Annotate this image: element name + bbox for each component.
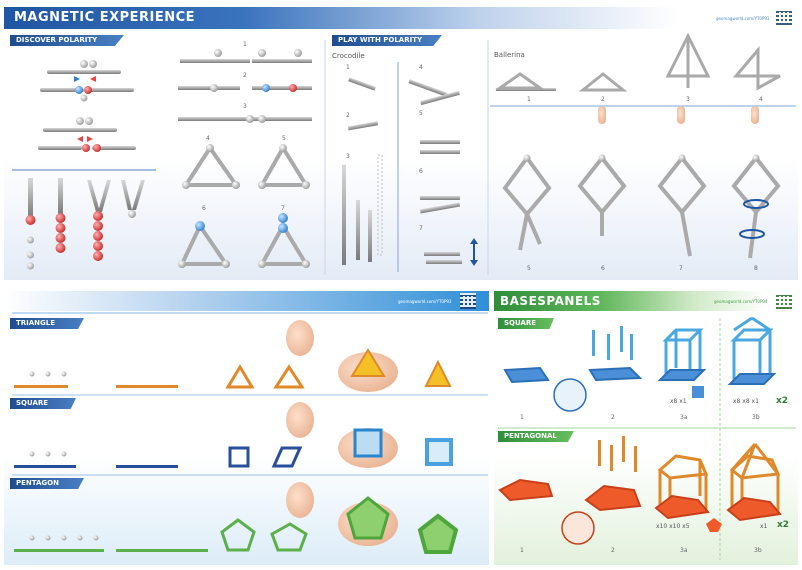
bp-pent-mult-a: x10 x10 x5 (656, 523, 690, 530)
ballerina-step-2: 2 (601, 96, 605, 103)
top-header-title: MAGNETIC EXPERIENCE (14, 10, 196, 25)
basespanels-square (503, 316, 777, 412)
discover-step-3: 3 (243, 103, 247, 110)
discover-step-4: 4 (206, 135, 210, 142)
crocodile-step-2: 2 (346, 112, 350, 119)
discover-step-1: 1 (243, 41, 247, 48)
ballerina-title: Ballerina (494, 51, 525, 59)
square-tag-left: SQUARE (10, 398, 76, 409)
bp-square-x2: x2 (776, 396, 789, 406)
crocodile-step-3: 3 (346, 153, 350, 160)
bp-square-step-3b: 3b (752, 414, 760, 421)
bp-pent-step-3b: 3b (754, 547, 762, 554)
square-row (14, 402, 453, 468)
triangle-row (14, 320, 452, 392)
bp-square-step-2: 2 (611, 414, 615, 421)
discover-step-5: 5 (282, 135, 286, 142)
ballerina-step-1: 1 (527, 96, 531, 103)
top-header-bar (4, 7, 798, 29)
bp-square-step-1: 1 (520, 414, 524, 421)
bottom-left-url[interactable]: geomagworld.com/YT0P93 (398, 299, 452, 304)
discover-polarity-tag: DISCOVER POLARITY (10, 35, 124, 46)
triangle-tag: TRIANGLE (10, 318, 84, 329)
bp-pent-mult-b: x1 (760, 523, 768, 530)
crocodile-step-6: 6 (419, 168, 423, 175)
top-qr-code-icon[interactable] (776, 9, 792, 25)
ballerina-illustrations (495, 32, 781, 259)
bp-pent-step-3a: 3a (680, 547, 688, 554)
ballerina-step-3: 3 (686, 96, 690, 103)
ballerina-step-8: 8 (754, 265, 758, 272)
bp-square-step-3a: 3a (680, 414, 688, 421)
discover-step-2: 2 (243, 72, 247, 79)
crocodile-step-1: 1 (346, 64, 350, 71)
top-header-url[interactable]: geomagworld.com/YT0P91 (716, 16, 770, 21)
bp-square-mult-b: x8 x8 x1 (733, 398, 759, 405)
discover-step-6: 6 (202, 205, 206, 212)
square-tag-right: SQUARE (498, 318, 554, 329)
discover-step-7: 7 (281, 205, 285, 212)
crocodile-step-7: 7 (419, 225, 423, 232)
bp-pent-x2: x2 (777, 520, 790, 530)
ballerina-step-7: 7 (679, 265, 683, 272)
ballerina-step-5: 5 (527, 265, 531, 272)
bp-pent-step-1: 1 (520, 547, 524, 554)
crocodile-step-4: 4 (419, 64, 423, 71)
bottom-right-header-bar (494, 291, 798, 311)
bottom-right-qr-code-icon[interactable] (776, 293, 792, 309)
crocodile-title: Crocodile (332, 52, 365, 60)
crocodile-illustrations (342, 77, 478, 266)
crocodile-step-5: 5 (419, 110, 423, 117)
dividers (12, 40, 796, 560)
discover-steps-rods (178, 49, 312, 268)
bottom-right-header-title: BASESPANELS (500, 294, 601, 308)
bottom-left-panel-bg (4, 290, 489, 565)
ballerina-step-6: 6 (601, 265, 605, 272)
bottom-left-header-bar (4, 291, 489, 311)
top-panel-bg (4, 6, 798, 280)
pentagonal-tag: PENTAGONAL (498, 431, 574, 442)
bottom-right-url[interactable]: geomagworld.com/YT0P94 (714, 299, 768, 304)
bp-square-mult-a: x8 x1 (670, 398, 687, 405)
pentagon-row (14, 482, 459, 554)
bottom-left-qr-code-icon[interactable] (460, 293, 476, 309)
basespanels-pentagonal (498, 436, 782, 545)
ballerina-step-4: 4 (759, 96, 763, 103)
play-with-polarity-tag: PLAY WITH POLARITY (332, 35, 442, 46)
bp-pent-step-2: 2 (611, 547, 615, 554)
discover-rods (25, 60, 145, 270)
pentagon-tag: PENTAGON (10, 478, 84, 489)
